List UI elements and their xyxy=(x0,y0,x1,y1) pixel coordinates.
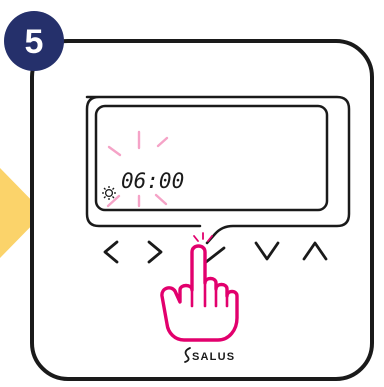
brand-logo: SALUS xyxy=(185,348,235,363)
lcd-screen xyxy=(96,106,327,210)
step-number: 5 xyxy=(25,23,44,61)
brand-name: SALUS xyxy=(192,351,235,363)
time-display: 06:00 xyxy=(121,169,184,193)
step-badge: 5 xyxy=(4,11,64,71)
